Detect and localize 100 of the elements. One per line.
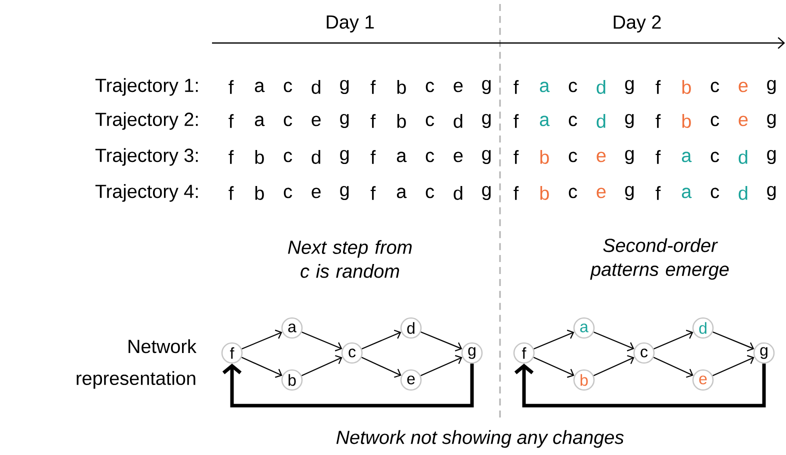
sequence-letter: e	[596, 152, 606, 162]
sequence-letter: a	[254, 116, 265, 126]
arrow	[242, 356, 282, 378]
sequence-letter: c	[710, 116, 720, 126]
sequence-letter: b	[255, 150, 264, 164]
sequence-letter: a	[682, 152, 692, 162]
arrow	[712, 332, 754, 352]
sequence-letter: c	[710, 152, 720, 162]
sequence-letter: f	[656, 150, 661, 164]
sequence-letter: a	[540, 82, 550, 92]
sequence-letter: c	[426, 152, 434, 162]
sequence-letter: b	[397, 80, 406, 94]
sequence-letter: e	[312, 188, 321, 198]
arrow	[361, 356, 402, 378]
sequence-letter: d	[596, 80, 606, 94]
annotation: Next step from c is random	[288, 240, 412, 278]
sequence-letter: c	[568, 188, 578, 198]
sequence-letter: f	[370, 80, 376, 94]
arrow	[420, 355, 462, 376]
arrow	[302, 332, 342, 352]
sequence-letter: g	[767, 186, 776, 200]
sequence-letter: d	[738, 186, 748, 200]
sequence-letter: b	[255, 186, 264, 200]
arrow	[362, 330, 402, 350]
sequence-letter: d	[596, 114, 606, 128]
annotation: Second-order patterns emerge	[590, 238, 729, 280]
arrow	[653, 356, 694, 378]
sequence-letter: f	[514, 150, 519, 164]
sequence-letter: f	[514, 186, 519, 200]
sequence-letter: c	[284, 82, 292, 92]
sequence-letter: a	[682, 188, 692, 198]
sequence-letter: g	[767, 80, 776, 94]
sequence-letter: g	[625, 80, 634, 94]
arrow	[594, 355, 634, 376]
sequence-letter: g	[482, 114, 491, 128]
row-label: Trajectory 3:	[95, 148, 198, 166]
sequence-letter: e	[454, 152, 463, 162]
sequence-letter: f	[656, 114, 661, 128]
sequence-letter: g	[482, 150, 491, 164]
arrow	[594, 332, 634, 352]
sequence-letter: a	[396, 152, 407, 162]
sequence-letter: f	[656, 186, 661, 200]
caption: Network not showing any changes	[336, 430, 624, 448]
sequence-letter: a	[396, 188, 407, 198]
sequence-letter: e	[596, 188, 606, 198]
row-label: Trajectory 4:	[95, 184, 198, 202]
sequence-letter: g	[340, 186, 349, 200]
sequence-letter: d	[312, 80, 320, 94]
section-label: Network representation	[76, 339, 196, 389]
sequence-letter: a	[254, 82, 265, 92]
sequence-letter: b	[682, 80, 691, 94]
arrow	[654, 330, 694, 350]
sequence-letter: c	[426, 82, 434, 92]
sequence-letter: c	[710, 82, 720, 92]
arrow	[302, 355, 342, 376]
arrow	[534, 330, 574, 350]
sequence-letter: c	[284, 188, 292, 198]
row-label: Trajectory 2:	[95, 112, 198, 130]
sequence-letter: f	[228, 80, 234, 94]
sequence-letter: g	[340, 114, 349, 128]
sequence-letter: c	[426, 188, 434, 198]
sequence-letter: g	[625, 186, 634, 200]
sequence-letter: d	[454, 186, 462, 200]
sequence-letter: g	[340, 80, 349, 94]
sequence-letter: c	[284, 152, 292, 162]
sequence-letter: c	[710, 188, 720, 198]
sequence-letter: b	[540, 186, 549, 200]
sequence-letter: e	[738, 116, 748, 126]
sequence-letter: b	[682, 114, 691, 128]
sequence-letter: f	[370, 114, 376, 128]
sequence-letter: a	[540, 116, 550, 126]
axis-label: Day 1	[326, 16, 374, 32]
sequence-letter: f	[228, 114, 234, 128]
sequence-letter: f	[370, 150, 376, 164]
sequence-letter: c	[426, 116, 434, 126]
sequence-letter: c	[568, 116, 578, 126]
sequence-letter: f	[514, 80, 519, 94]
arrow	[222, 364, 474, 408]
row-label: Trajectory 1:	[95, 78, 198, 96]
sequence-letter: e	[312, 116, 321, 126]
sequence-letter: g	[625, 150, 634, 164]
sequence-letter: f	[370, 186, 376, 200]
sequence-letter: f	[228, 186, 234, 200]
sequence-letter: b	[540, 150, 549, 164]
arrow	[712, 355, 754, 376]
sequence-letter: f	[656, 80, 661, 94]
arrow	[534, 356, 574, 378]
sequence-letter: e	[738, 82, 748, 92]
sequence-letter: c	[284, 116, 292, 126]
sequence-letter: g	[767, 150, 776, 164]
sequence-letter: d	[454, 114, 462, 128]
sequence-letter: d	[738, 150, 748, 164]
sequence-letter: b	[397, 114, 406, 128]
sequence-letter: f	[514, 114, 519, 128]
sequence-letter: g	[340, 150, 349, 164]
arrow	[420, 332, 462, 352]
sequence-letter: g	[625, 114, 634, 128]
sequence-letter: c	[568, 152, 578, 162]
sequence-letter: e	[454, 82, 463, 92]
sequence-letter: g	[767, 114, 776, 128]
